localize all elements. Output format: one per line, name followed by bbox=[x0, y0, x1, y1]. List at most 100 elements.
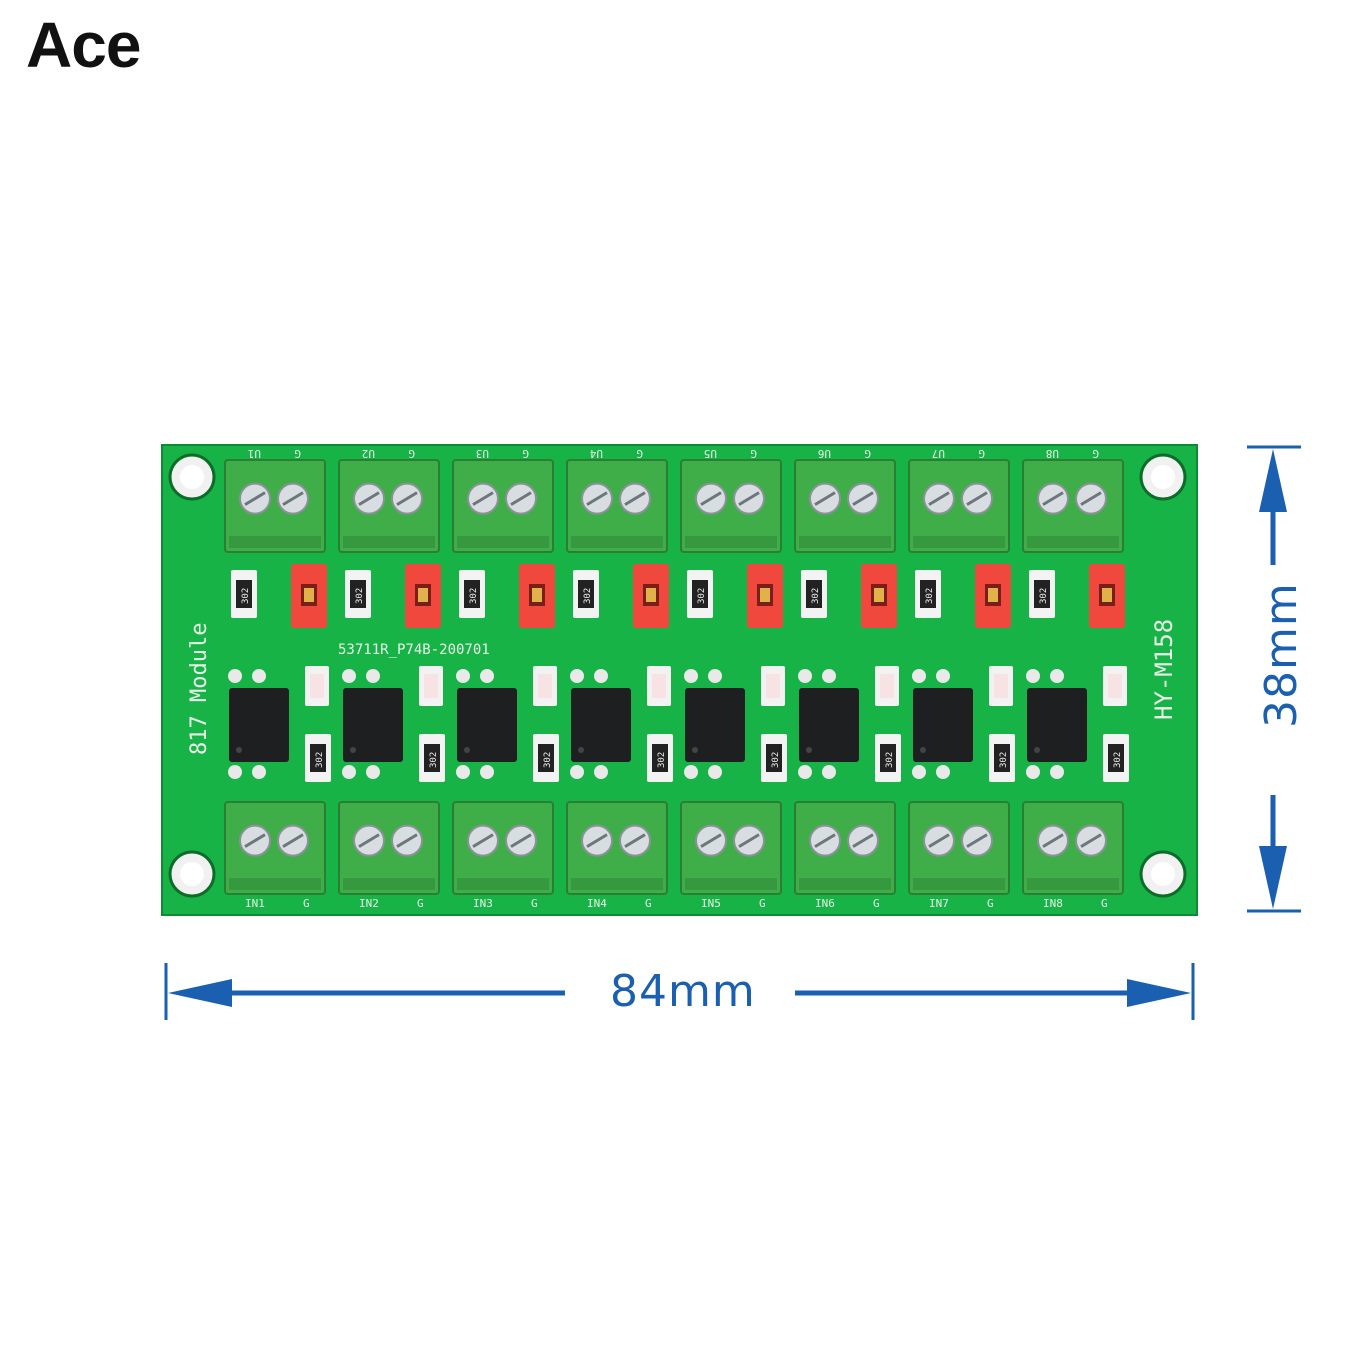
width-dimension-arrow bbox=[164, 963, 1195, 1020]
smd-resistor: 302 bbox=[459, 570, 485, 618]
ground-pin-label: G bbox=[1092, 447, 1099, 460]
svg-text:302: 302 bbox=[241, 588, 251, 604]
input-terminal-block bbox=[452, 801, 554, 895]
input-terminal-block bbox=[1022, 801, 1124, 895]
output-terminal-block bbox=[338, 459, 440, 553]
optocoupler-chip bbox=[684, 669, 745, 779]
output-terminal-block bbox=[452, 459, 554, 553]
smd-resistor: 302 bbox=[305, 734, 331, 782]
output-pin-label: U8 bbox=[1046, 447, 1059, 460]
svg-text:302: 302 bbox=[583, 588, 593, 604]
indicator-led bbox=[647, 666, 671, 706]
optocoupler-chip bbox=[570, 669, 631, 779]
indicator-led bbox=[1103, 666, 1127, 706]
svg-text:302: 302 bbox=[469, 588, 479, 604]
optocoupler-chip bbox=[228, 669, 289, 779]
smd-resistor: 302 bbox=[419, 734, 445, 782]
part-code-label: 53711R_P74B-200701 bbox=[338, 642, 490, 658]
output-pin-label: U5 bbox=[704, 447, 717, 460]
output-pin-label: U4 bbox=[589, 447, 603, 460]
output-terminal-block bbox=[794, 459, 896, 553]
input-pin-label: IN4 bbox=[587, 897, 607, 910]
indicator-led bbox=[989, 666, 1013, 706]
smd-resistor: 302 bbox=[801, 570, 827, 618]
ground-pin-label: G bbox=[1101, 897, 1108, 910]
smd-resistor: 302 bbox=[1103, 734, 1129, 782]
svg-text:302: 302 bbox=[999, 752, 1009, 768]
optocoupler-chip bbox=[456, 669, 517, 779]
width-dimension-label: 84mm bbox=[610, 966, 756, 1017]
svg-text:302: 302 bbox=[885, 752, 895, 768]
svg-text:302: 302 bbox=[429, 752, 439, 768]
input-terminal-block bbox=[680, 801, 782, 895]
output-terminal-block bbox=[680, 459, 782, 553]
output-pin-label: U2 bbox=[362, 447, 375, 460]
mounting-hole-bottom-right bbox=[1139, 850, 1187, 898]
svg-text:302: 302 bbox=[657, 752, 667, 768]
indicator-led bbox=[419, 666, 443, 706]
svg-text:302: 302 bbox=[1039, 588, 1049, 604]
ground-pin-label: G bbox=[636, 447, 643, 460]
svg-text:302: 302 bbox=[925, 588, 935, 604]
smd-resistor: 302 bbox=[533, 734, 559, 782]
model-label: HY-M158 bbox=[1150, 619, 1178, 720]
input-pin-label: IN6 bbox=[815, 897, 835, 910]
input-pin-label: IN8 bbox=[1043, 897, 1063, 910]
ground-pin-label: G bbox=[408, 447, 415, 460]
mounting-hole-bottom-left bbox=[168, 850, 216, 898]
input-pin-label: IN7 bbox=[929, 897, 949, 910]
smd-resistor: 302 bbox=[1029, 570, 1055, 618]
height-dimension-label: 38mm bbox=[1256, 582, 1307, 728]
svg-text:302: 302 bbox=[771, 752, 781, 768]
output-pin-label: U1 bbox=[248, 447, 261, 460]
output-pin-label: U7 bbox=[932, 447, 945, 460]
input-pin-label: IN5 bbox=[701, 897, 721, 910]
module-label: 817 Module bbox=[187, 623, 212, 755]
jumper-cap bbox=[1089, 564, 1125, 628]
ground-pin-label: G bbox=[987, 897, 994, 910]
svg-text:302: 302 bbox=[1113, 752, 1123, 768]
smd-resistor: 302 bbox=[647, 734, 673, 782]
mounting-hole-top-right bbox=[1139, 453, 1187, 501]
jumper-cap bbox=[747, 564, 783, 628]
output-terminal-block bbox=[224, 459, 326, 553]
jumper-cap bbox=[633, 564, 669, 628]
svg-text:302: 302 bbox=[355, 588, 365, 604]
ground-pin-label: G bbox=[750, 447, 757, 460]
jumper-cap bbox=[519, 564, 555, 628]
output-pin-label: U6 bbox=[818, 447, 831, 460]
smd-resistor: 302 bbox=[573, 570, 599, 618]
smd-resistor: 302 bbox=[687, 570, 713, 618]
mounting-hole-top-left bbox=[168, 453, 216, 501]
smd-resistor: 302 bbox=[761, 734, 787, 782]
smd-resistor: 302 bbox=[345, 570, 371, 618]
input-terminal-block bbox=[338, 801, 440, 895]
ground-pin-label: G bbox=[522, 447, 529, 460]
jumper-cap bbox=[291, 564, 327, 628]
optocoupler-chip bbox=[912, 669, 973, 779]
indicator-led bbox=[875, 666, 899, 706]
height-dimension-arrow bbox=[1247, 445, 1301, 913]
input-terminal-block bbox=[908, 801, 1010, 895]
input-pin-label: IN3 bbox=[473, 897, 493, 910]
brand-logo: Ace bbox=[26, 9, 141, 81]
svg-text:302: 302 bbox=[315, 752, 325, 768]
smd-resistor: 302 bbox=[875, 734, 901, 782]
output-terminal-block bbox=[1022, 459, 1124, 553]
ground-pin-label: G bbox=[864, 447, 871, 460]
indicator-led bbox=[533, 666, 557, 706]
output-terminal-block bbox=[908, 459, 1010, 553]
input-pin-label: IN2 bbox=[359, 897, 379, 910]
input-terminal-block bbox=[566, 801, 668, 895]
ground-pin-label: G bbox=[294, 447, 301, 460]
smd-resistor: 302 bbox=[231, 570, 257, 618]
indicator-led bbox=[305, 666, 329, 706]
jumper-cap bbox=[861, 564, 897, 628]
input-pin-label: IN1 bbox=[245, 897, 265, 910]
ground-pin-label: G bbox=[978, 447, 985, 460]
svg-text:302: 302 bbox=[811, 588, 821, 604]
ground-pin-label: G bbox=[873, 897, 880, 910]
output-pin-label: U3 bbox=[476, 447, 489, 460]
ground-pin-label: G bbox=[759, 897, 766, 910]
